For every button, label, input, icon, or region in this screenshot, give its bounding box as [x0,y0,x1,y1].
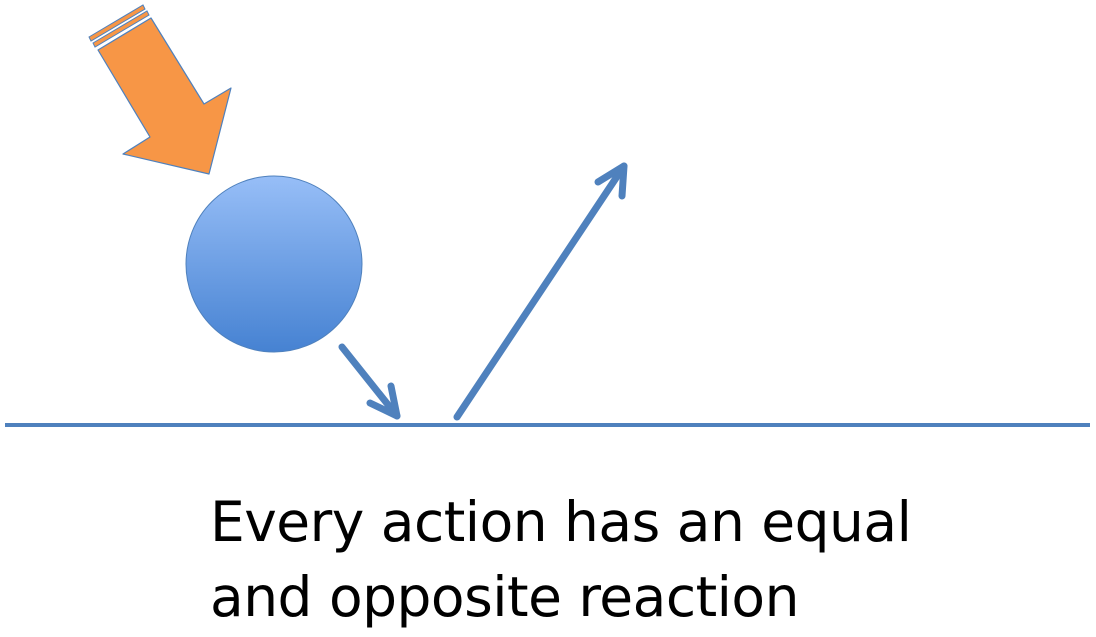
reaction-arrow [453,162,628,421]
force-arrow-icon [88,4,232,175]
incoming-arrow [338,343,401,420]
caption-line-2: and opposite reaction [210,565,799,629]
caption-line-1: Every action has an equal [210,490,912,554]
ball [185,175,363,353]
